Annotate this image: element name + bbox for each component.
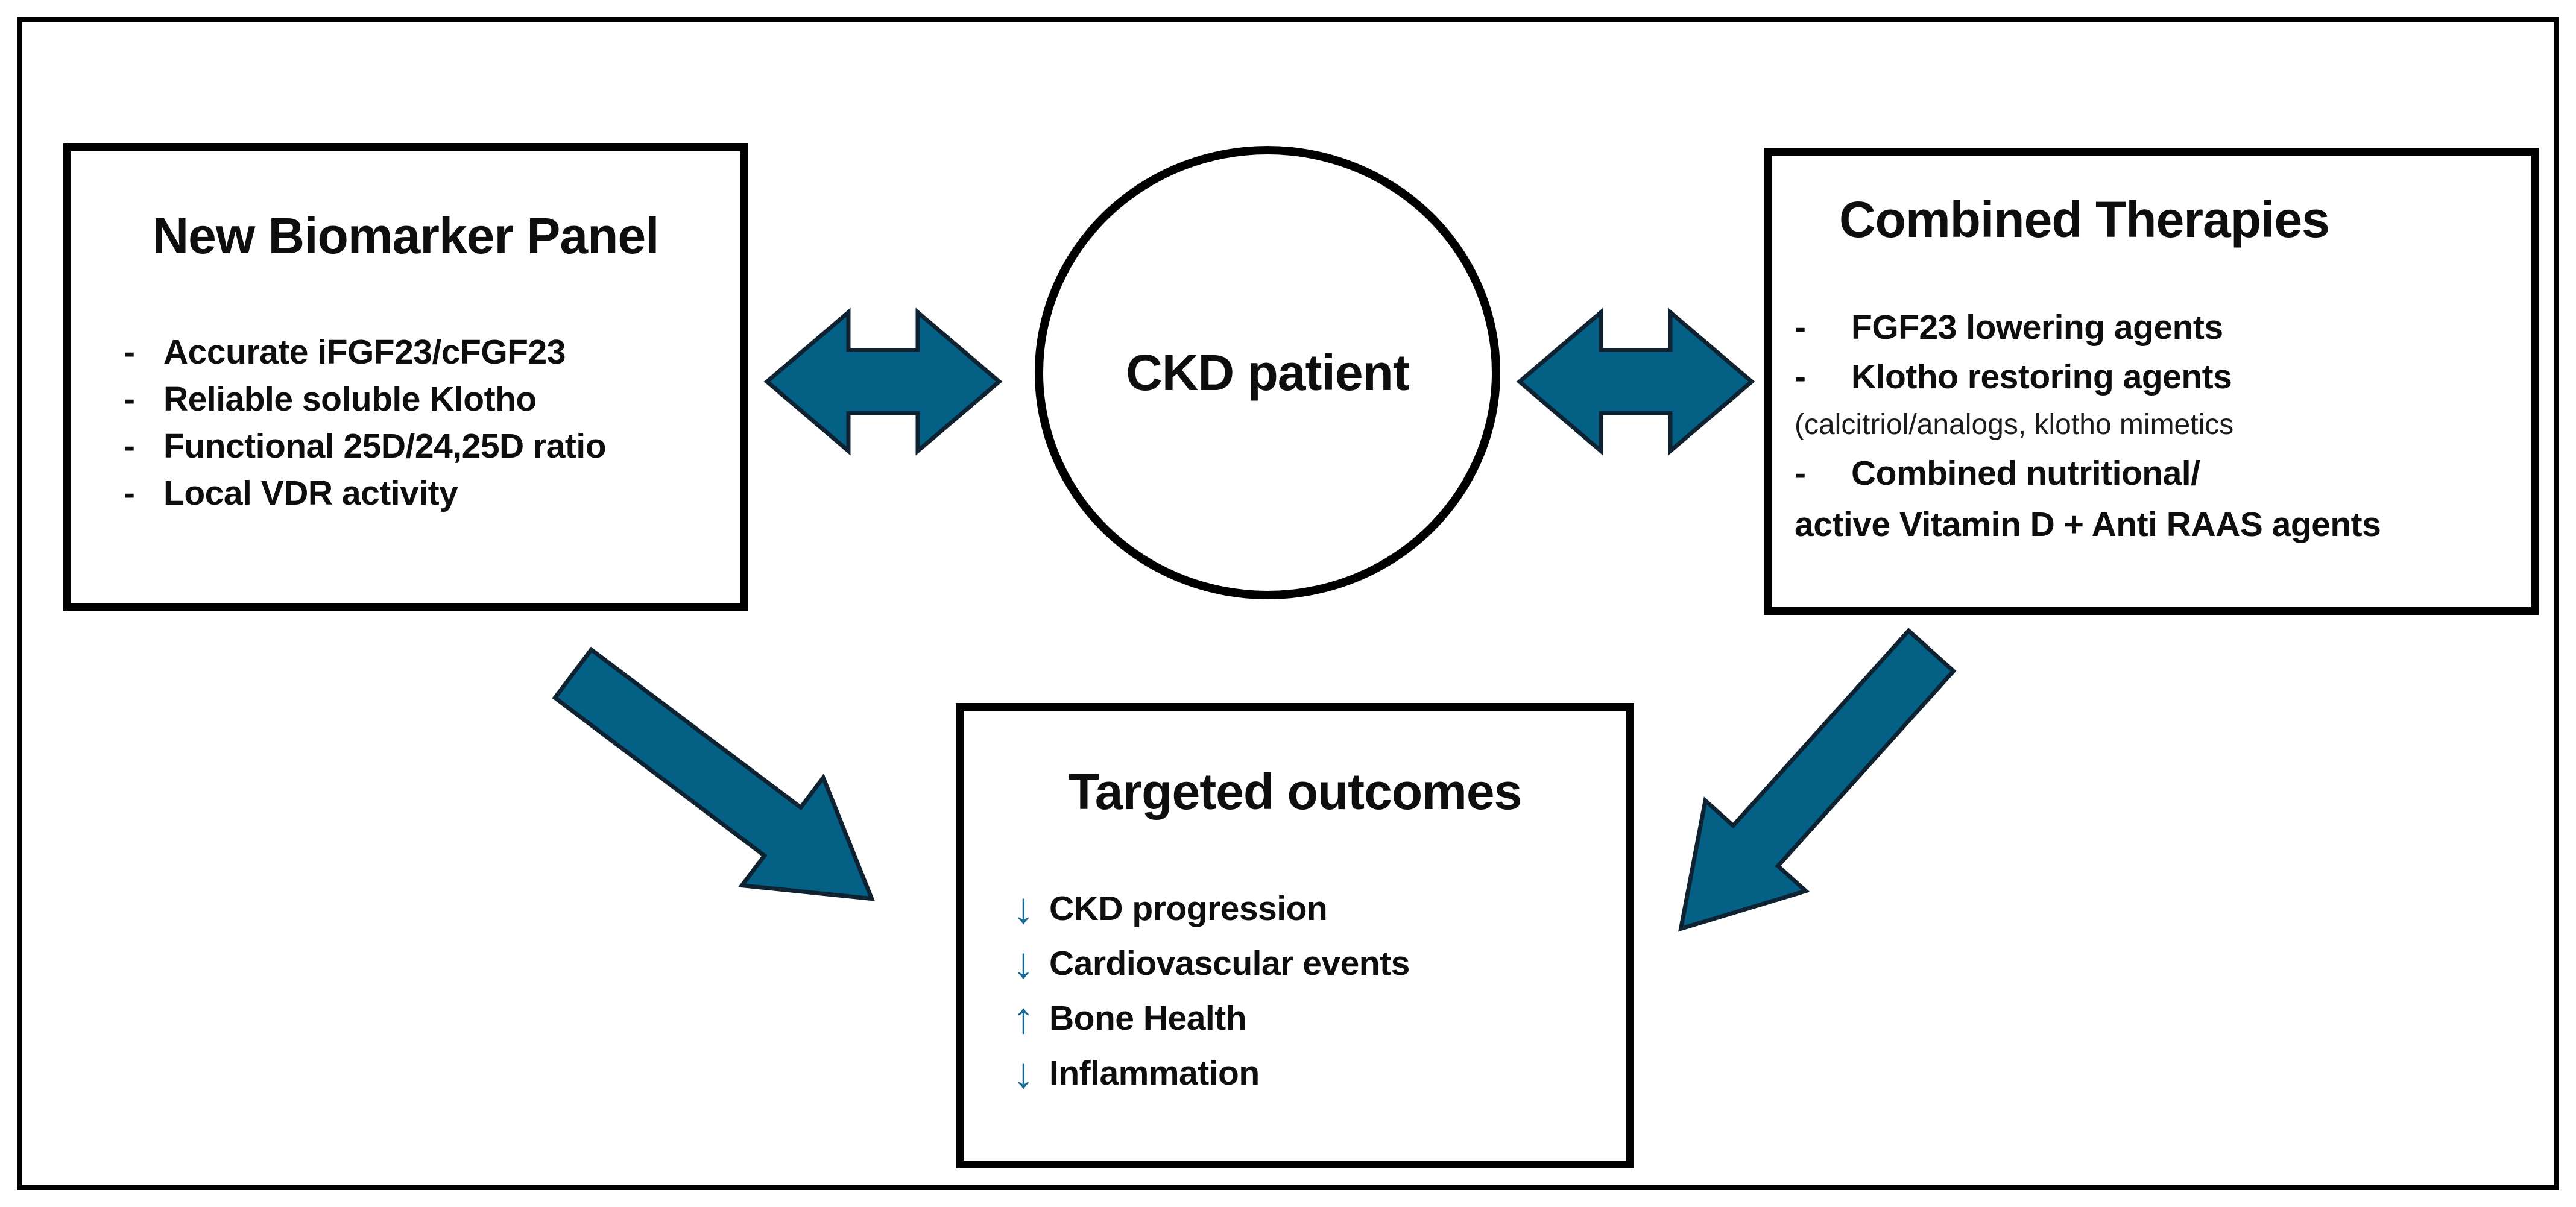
list-item: - Functional 25D/24,25D ratio <box>71 423 740 470</box>
outcome-label: Bone Health <box>1049 999 1247 1038</box>
down-arrow-icon: ↓ <box>1012 939 1034 988</box>
up-arrow-icon: ↑ <box>1012 994 1034 1043</box>
list-item-label: FGF23 lowering agents <box>1851 307 2223 347</box>
dash-bullet: - <box>124 473 135 512</box>
targeted-outcomes-title: Targeted outcomes <box>1068 763 1523 820</box>
dash-bullet: - <box>124 379 135 418</box>
list-item-label: active Vitamin D + Anti RAAS agents <box>1795 505 2381 544</box>
biomarker-panel-box: New Biomarker Panel - Accurate iFGF23/cF… <box>63 143 748 611</box>
left-diagonal-arrow <box>552 646 875 901</box>
outcome-item: ↓ Cardiovascular events <box>964 936 1626 991</box>
targeted-outcomes-box: Targeted outcomes ↓ CKD progression ↓ Ca… <box>956 703 1634 1168</box>
combined-therapies-title: Combined Therapies <box>1839 191 2330 248</box>
list-item: - Accurate iFGF23/cFGF23 <box>71 329 740 376</box>
outcome-item: ↓ CKD progression <box>964 881 1626 936</box>
list-item-label: Combined nutritional/ <box>1851 453 2200 493</box>
list-item: - FGF23 lowering agents <box>1772 303 2531 351</box>
down-arrow-icon: ↓ <box>1012 1049 1034 1098</box>
arrow-shape <box>1678 628 1957 932</box>
list-item-label: Reliable soluble Klotho <box>163 379 537 418</box>
dash-bullet: - <box>1795 453 1806 493</box>
dash-bullet: - <box>124 426 135 465</box>
ckd-patient-circle: CKD patient <box>1035 146 1500 599</box>
list-item: - Combined nutritional/ <box>1772 448 2531 499</box>
combined-therapies-list: - FGF23 lowering agents - Klotho restori… <box>1772 303 2531 550</box>
outcome-label: CKD progression <box>1049 889 1328 928</box>
list-subitem-label: (calcitriol/analogs, klotho mimetics <box>1795 409 2234 441</box>
right-double-arrow <box>1516 307 1755 456</box>
targeted-outcomes-list: ↓ CKD progression ↓ Cardiovascular event… <box>964 881 1626 1101</box>
combined-therapies-box: Combined Therapies - FGF23 lowering agen… <box>1764 148 2539 615</box>
right-diagonal-arrow <box>1678 628 1957 932</box>
ckd-patient-label: CKD patient <box>1126 344 1410 401</box>
list-item: - Reliable soluble Klotho <box>71 376 740 423</box>
arrow-shape <box>1516 307 1755 456</box>
list-item: - Klotho restoring agents <box>1772 351 2531 402</box>
dash-bullet: - <box>1795 307 1806 347</box>
dash-bullet: - <box>124 332 135 371</box>
left-double-arrow <box>763 307 1003 456</box>
list-item-label: Local VDR activity <box>163 473 458 512</box>
list-item-continuation: active Vitamin D + Anti RAAS agents <box>1772 499 2531 550</box>
down-arrow-icon: ↓ <box>1012 884 1034 933</box>
outcome-label: Inflammation <box>1049 1054 1260 1093</box>
biomarker-panel-list: - Accurate iFGF23/cFGF23 - Reliable solu… <box>71 329 740 517</box>
list-subitem: (calcitriol/analogs, klotho mimetics <box>1772 402 2531 448</box>
arrow-shape <box>763 307 1003 456</box>
dash-bullet: - <box>1795 357 1806 396</box>
arrow-shape <box>552 646 875 901</box>
list-item: - Local VDR activity <box>71 470 740 517</box>
list-item-label: Functional 25D/24,25D ratio <box>163 426 607 465</box>
list-item-label: Accurate iFGF23/cFGF23 <box>163 332 566 371</box>
outcome-item: ↑ Bone Health <box>964 991 1626 1046</box>
list-item-label: Klotho restoring agents <box>1851 357 2232 396</box>
outcome-label: Cardiovascular events <box>1049 944 1410 983</box>
outcome-item: ↓ Inflammation <box>964 1046 1626 1101</box>
biomarker-panel-title: New Biomarker Panel <box>152 207 659 264</box>
outer-frame <box>17 17 2559 1190</box>
